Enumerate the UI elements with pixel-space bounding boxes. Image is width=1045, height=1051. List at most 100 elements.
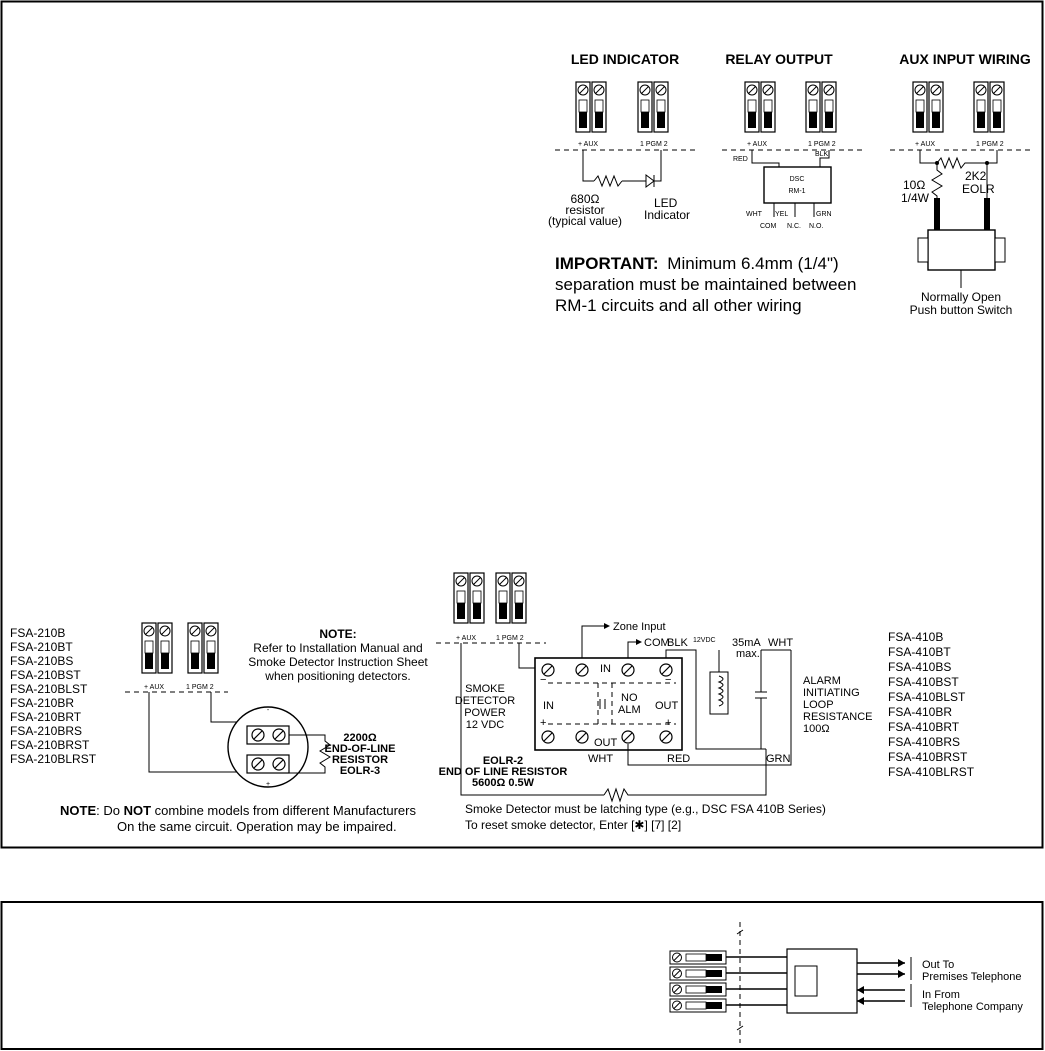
svg-text:FSA-410BRS: FSA-410BRS (888, 735, 960, 749)
svg-text:FSA-410BR: FSA-410BR (888, 705, 952, 719)
svg-text:IN: IN (543, 700, 554, 712)
svg-text:FSA-210BR: FSA-210BR (10, 696, 74, 710)
svg-text:IMPORTANT: Minimum 6.4mm: IMPORTANT: Minimum 6.4mm (1/4") (555, 254, 839, 273)
rm1-module (763, 166, 832, 204)
svg-text:Refer to Installation Manual a: Refer to Installation Manual and (253, 641, 422, 655)
10-ohm-resistor (931, 163, 943, 230)
svg-text:LOOP: LOOP (803, 699, 834, 711)
combine-note: NOTE: Do NOT combine models from differe… (60, 803, 416, 818)
svg-text:Out To: Out To (922, 959, 954, 971)
svg-text:Smoke Detector Instruction She: Smoke Detector Instruction Sheet (248, 655, 428, 669)
svg-text:ALARM: ALARM (803, 675, 841, 687)
svg-text:1 PGM 2: 1 PGM 2 (808, 141, 836, 148)
eolr-2-resistor (603, 749, 767, 803)
svg-text:Zone Input: Zone Input (613, 621, 666, 633)
svg-text:FSA-410BRT: FSA-410BRT (888, 720, 960, 734)
relay-output-diagram: RELAY OUTPUT + AUX 1 PGM 2 RED BLK DSC R… (722, 51, 864, 230)
top-panel-border (0, 0, 1044, 849)
svg-text:ALM: ALM (618, 704, 641, 716)
push-button-switch (927, 229, 996, 271)
svg-text:+ AUX: + AUX (456, 635, 476, 642)
svg-text:END-OF-LINE: END-OF-LINE (325, 743, 396, 755)
svg-text:35mA: 35mA (732, 637, 761, 649)
led-symbol (645, 174, 655, 188)
led-title: LED INDICATOR (571, 51, 679, 67)
svg-text:DETECTOR: DETECTOR (455, 695, 515, 707)
svg-text:FSA-410BT: FSA-410BT (888, 645, 951, 659)
svg-text:RESISTOR: RESISTOR (332, 754, 388, 766)
important-note: IMPORTANT: Minimum 6.4mm (1/4") separati… (555, 254, 856, 315)
svg-text:680Ω: 680Ω (571, 192, 600, 206)
svg-text:5600Ω 0.5W: 5600Ω 0.5W (472, 777, 535, 789)
svg-text:FSA-210BRT: FSA-210BRT (10, 710, 82, 724)
relay-coil (709, 671, 729, 715)
svg-text:RED: RED (667, 753, 690, 765)
svg-text:resistor: resistor (565, 203, 604, 217)
fsa-210-model-list: FSA-210B FSA-210BT FSA-210BS FSA-210BST … (10, 626, 97, 766)
svg-text:+: + (665, 717, 671, 729)
four-wire-smoke-wiring: + AUX 1 PGM 2 IN IN OUT OUT NO ALM −− ++… (436, 572, 872, 803)
svg-text:On the same circuit. Operation: On the same circuit. Operation may be im… (117, 819, 397, 834)
svg-text:FSA-410BRST: FSA-410BRST (888, 750, 968, 764)
smoke-detector-base (227, 706, 309, 788)
svg-text:COM: COM (644, 637, 670, 649)
svg-text:To reset smoke detector, Enter: To reset smoke detector, Enter [✱] [7] [… (465, 818, 681, 832)
svg-text:POWER: POWER (464, 707, 506, 719)
svg-text:Normally Open: Normally Open (921, 290, 1001, 304)
svg-text:NO: NO (621, 692, 638, 704)
svg-text:FSA-210BT: FSA-210BT (10, 640, 73, 654)
svg-text:EOLR-2: EOLR-2 (483, 755, 523, 767)
resistor-symbol (593, 174, 623, 188)
svg-text:Push button Switch: Push button Switch (910, 303, 1013, 317)
svg-text:FSA-410BLRST: FSA-410BLRST (888, 765, 975, 779)
svg-text:LED: LED (654, 196, 678, 210)
svg-text:RESISTANCE: RESISTANCE (803, 711, 872, 723)
svg-text:1 PGM 2: 1 PGM 2 (976, 141, 1004, 148)
svg-text:WHT: WHT (588, 753, 613, 765)
relay-title: RELAY OUTPUT (725, 51, 833, 67)
svg-text:RM-1 circuits and all other wi: RM-1 circuits and all other wiring (555, 296, 802, 315)
svg-text:RM-1: RM-1 (788, 188, 805, 195)
svg-text:FSA-210BS: FSA-210BS (10, 654, 73, 668)
svg-text:INITIATING: INITIATING (803, 687, 860, 699)
svg-text:BLK: BLK (667, 637, 688, 649)
smoke-detector-module (534, 657, 683, 751)
svg-text:Premises Telephone: Premises Telephone (922, 971, 1021, 983)
svg-text:when positioning detectors.: when positioning detectors. (264, 669, 410, 683)
svg-text:2200Ω: 2200Ω (343, 732, 376, 744)
svg-text:GRN: GRN (816, 211, 832, 218)
svg-text:SMOKE: SMOKE (465, 683, 505, 695)
fsa-410-model-list: FSA-410B FSA-410BT FSA-410BS FSA-410BST … (888, 630, 975, 779)
svg-text:10Ω: 10Ω (903, 178, 925, 192)
svg-text:FSA-210BRST: FSA-210BRST (10, 738, 90, 752)
svg-text:OUT: OUT (594, 737, 618, 749)
svg-text:NOTE:: NOTE: (319, 627, 356, 641)
telephone-wiring-diagram: Out To Premises Telephone In From Teleph… (669, 922, 1023, 1043)
svg-text:2K2: 2K2 (965, 169, 987, 183)
svg-text:N.C.: N.C. (787, 223, 801, 230)
svg-text:12 VDC: 12 VDC (466, 719, 505, 731)
svg-text:OUT: OUT (655, 700, 679, 712)
svg-text:100Ω: 100Ω (803, 723, 830, 735)
svg-text:+ AUX: + AUX (915, 141, 935, 148)
svg-text:−: − (665, 674, 671, 686)
svg-text:FSA-210BLST: FSA-210BLST (10, 682, 88, 696)
svg-text:N.O.: N.O. (809, 223, 823, 230)
svg-text:+: + (266, 781, 270, 788)
two-wire-smoke-wiring: + AUX 1 PGM 2 - + 2200Ω END-OF-LINE RESI… (125, 622, 396, 788)
svg-text:1 PGM 2: 1 PGM 2 (640, 141, 668, 148)
svg-text:Indicator: Indicator (644, 208, 690, 222)
latching-note: Smoke Detector must be latching type (e.… (465, 802, 826, 816)
svg-text:EOLR-3: EOLR-3 (340, 765, 380, 777)
phone-panel-border (0, 901, 1044, 1050)
svg-text:12VDC: 12VDC (693, 637, 716, 644)
aux-input-title: AUX INPUT WIRING (899, 51, 1031, 67)
svg-text:FSA-210BLRST: FSA-210BLRST (10, 752, 97, 766)
svg-text:FSA-410B: FSA-410B (888, 630, 943, 644)
eolr-resistor (936, 156, 987, 170)
svg-text:max.: max. (736, 648, 760, 660)
svg-text:1 PGM 2: 1 PGM 2 (496, 635, 524, 642)
svg-text:FSA-210BRS: FSA-210BRS (10, 724, 82, 738)
svg-text:FSA-410BLST: FSA-410BLST (888, 690, 966, 704)
